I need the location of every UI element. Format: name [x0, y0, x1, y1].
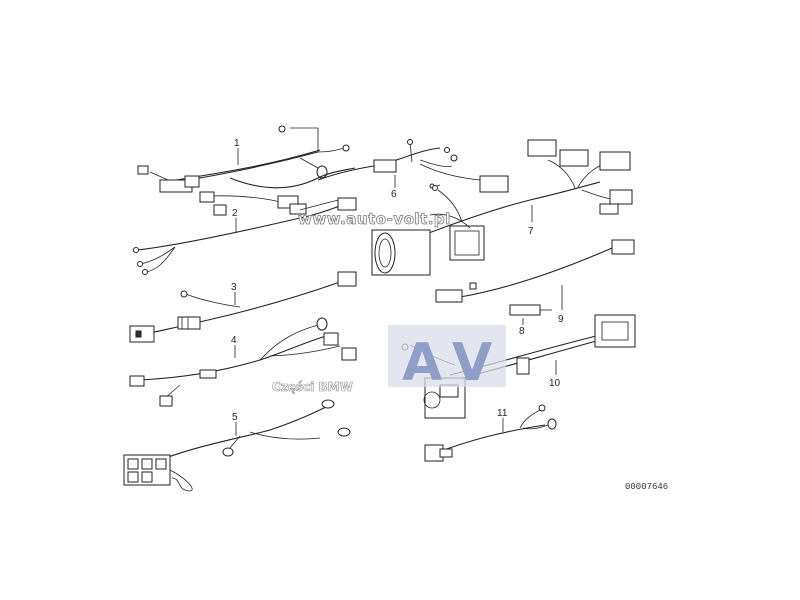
harness-5: [123, 399, 351, 492]
watermark-brand: Części BMW: [272, 380, 353, 394]
harness-11: [424, 404, 557, 462]
callout-3: 3: [231, 282, 237, 293]
part-8: [509, 304, 552, 316]
callout-2: 2: [232, 208, 238, 219]
watermark-logo-bg: [388, 325, 506, 387]
watermark-url: www.auto-volt.pl: [298, 210, 451, 228]
harness-6: [317, 139, 509, 193]
harness-9: [435, 239, 635, 303]
callout-8: 8: [519, 326, 525, 337]
harness-4: [129, 317, 357, 407]
harness-3: [129, 271, 357, 343]
callout-6: 6: [391, 189, 397, 200]
callout-5: 5: [232, 412, 238, 423]
callout-labels: 1 2 3 4 5 6 7 8 9 10 11: [231, 138, 564, 423]
document-number: 00007646: [625, 482, 668, 492]
callout-11: 11: [497, 408, 508, 419]
callout-10: 10: [549, 378, 561, 389]
callout-9: 9: [558, 314, 564, 325]
leader-lines: [234, 148, 563, 436]
callout-1: 1: [234, 138, 240, 149]
watermark-logo-letter-v: V: [452, 333, 492, 393]
watermark: www.auto-volt.pl A V Części BMW: [272, 210, 506, 394]
watermark-logo-letter-a: A: [402, 333, 442, 393]
harness-1: [137, 125, 350, 193]
harness-7: [371, 139, 633, 276]
harness-2: [133, 167, 357, 275]
callout-4: 4: [231, 335, 237, 346]
callout-7: 7: [528, 226, 534, 237]
